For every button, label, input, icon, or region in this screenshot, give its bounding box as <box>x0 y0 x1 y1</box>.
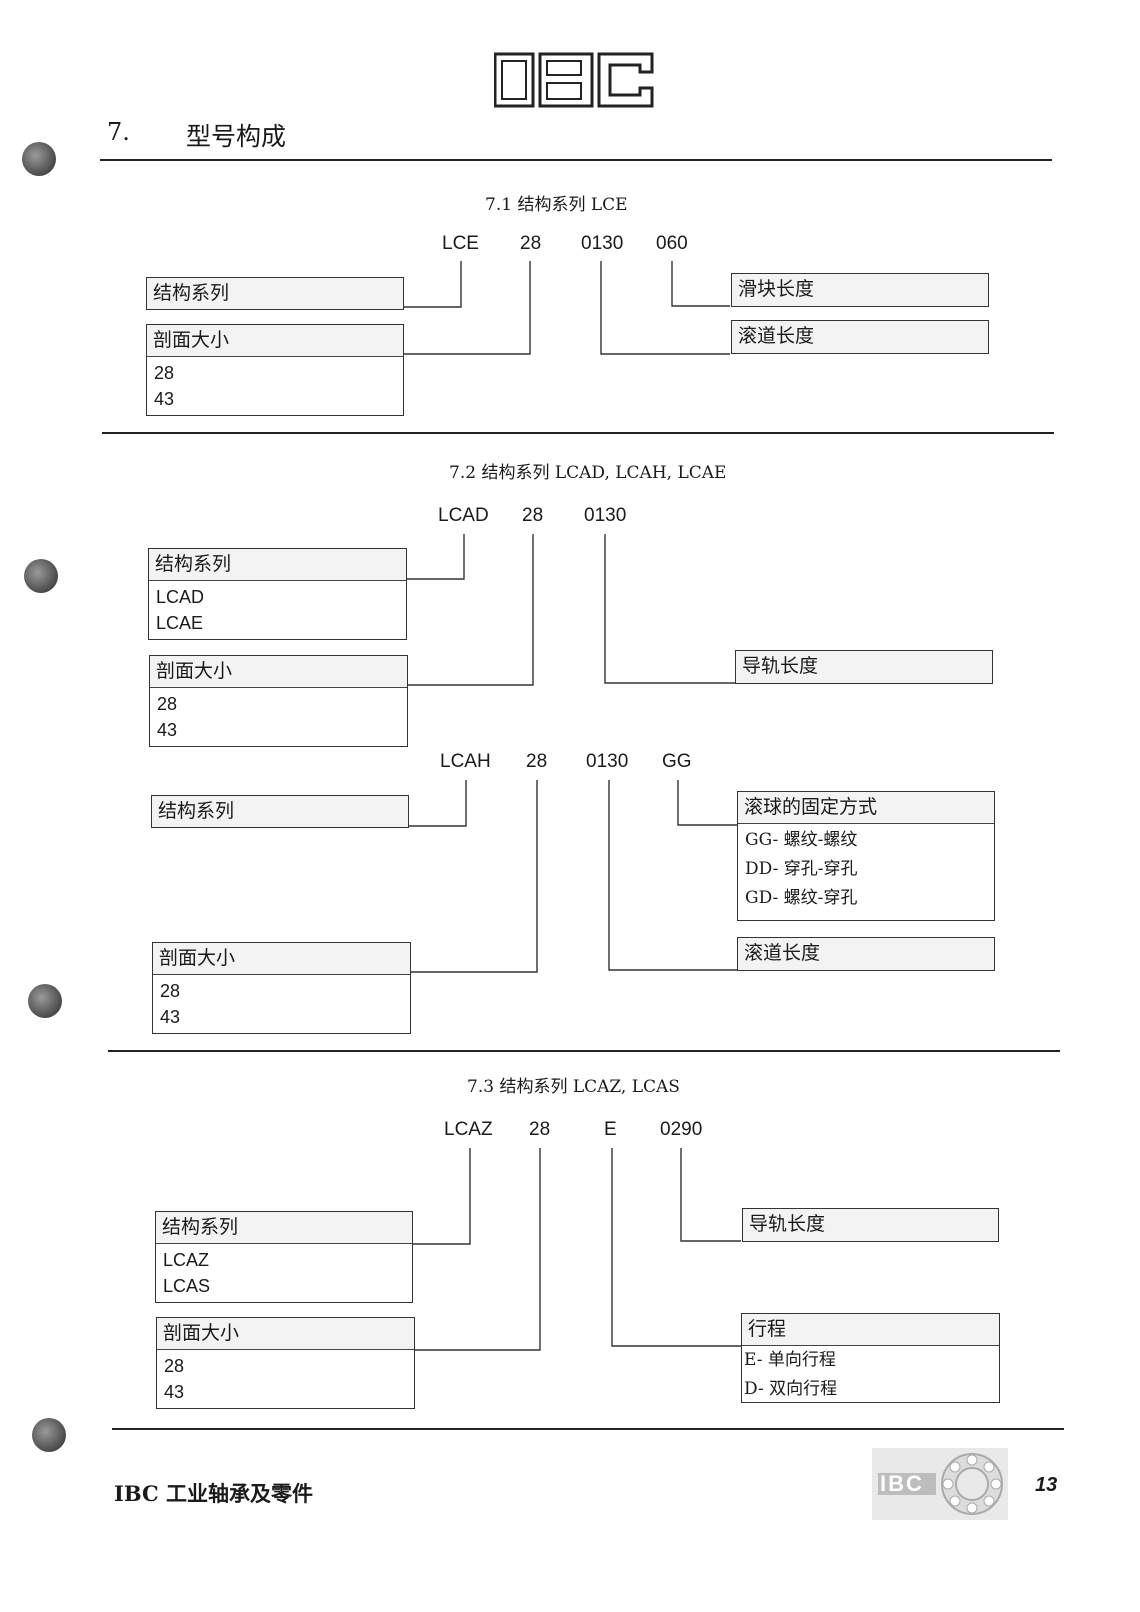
divider <box>112 1428 1064 1430</box>
box-header: 导轨长度 <box>743 1209 998 1241</box>
list-item: GD- 螺纹-穿孔 <box>745 888 858 908</box>
stroke-box: 行程 E- 单向行程 D- 双向行程 <box>741 1313 1000 1403</box>
binder-hole <box>24 559 58 593</box>
series-box: 结构系列 <box>151 795 409 828</box>
code-length: 0290 <box>660 1119 703 1140</box>
footer-company: IBC 工业轴承及零件 <box>114 1481 313 1506</box>
size-box: 剖面大小 28 43 <box>152 942 411 1034</box>
list-item: 43 <box>154 389 175 409</box>
list-item: E- 单向行程 <box>744 1350 836 1370</box>
list-item: 28 <box>154 363 175 383</box>
box-header: 滚道长度 <box>732 321 988 353</box>
box-header: 剖面大小 <box>147 325 403 357</box>
series-box: 结构系列 <box>146 277 404 310</box>
code-slider: 060 <box>656 233 688 254</box>
section-title: 7.2 结构系列 LCAD, LCAH, LCAE <box>449 463 727 483</box>
box-header: 滚球的固定方式 <box>738 792 994 824</box>
code-length: 0130 <box>581 233 624 254</box>
page-number: 13 <box>1035 1474 1058 1496</box>
list-item: 28 <box>160 981 181 1001</box>
list-item: 28 <box>157 694 178 714</box>
box-header: 结构系列 <box>152 796 408 827</box>
fixing-method-box: 滚球的固定方式 GG- 螺纹-螺纹 DD- 穿孔-穿孔 GD- 螺纹-穿孔 <box>737 791 995 921</box>
rail-length-box: 导轨长度 <box>735 650 993 684</box>
series-box: 结构系列 LCAZ LCAS <box>155 1211 413 1303</box>
box-header: 行程 <box>742 1314 999 1346</box>
ibc-logo <box>493 52 654 108</box>
divider <box>108 1050 1060 1052</box>
page-title: 型号构成 <box>186 122 287 151</box>
list-item: 43 <box>157 720 178 740</box>
list-item: LCAE <box>156 613 204 633</box>
code-series: LCAZ <box>444 1119 493 1140</box>
box-header: 剖面大小 <box>150 656 407 688</box>
series-box: 结构系列 LCAD LCAE <box>148 548 407 640</box>
list-item: 28 <box>164 1356 185 1376</box>
box-header: 结构系列 <box>147 278 403 309</box>
code-series: LCAH <box>440 751 491 772</box>
track-length-box: 滚道长度 <box>737 937 995 971</box>
box-header: 滚道长度 <box>738 938 994 970</box>
track-length-box: 滚道长度 <box>731 320 989 354</box>
code-length: 0130 <box>586 751 629 772</box>
footer-logo-text: IBC <box>880 1471 924 1496</box>
section-title: 7.1 结构系列 LCE <box>485 195 628 215</box>
box-header: 结构系列 <box>156 1212 412 1244</box>
size-box: 剖面大小 28 43 <box>156 1317 415 1409</box>
code-size: 28 <box>526 751 548 772</box>
slider-length-box: 滑块长度 <box>731 273 989 307</box>
binder-hole <box>22 142 56 176</box>
code-series: LCAD <box>438 505 489 526</box>
list-item: GG- 螺纹-螺纹 <box>745 830 858 850</box>
code-size: 28 <box>520 233 542 254</box>
section-title: 7.3 结构系列 LCAZ, LCAS <box>467 1077 680 1097</box>
box-header: 结构系列 <box>149 549 406 581</box>
size-box: 剖面大小 28 43 <box>146 324 404 416</box>
box-header: 滑块长度 <box>732 274 988 306</box>
footer-logo: IBC <box>872 1448 1008 1520</box>
code-series: LCE <box>442 233 479 254</box>
box-header: 导轨长度 <box>736 651 992 683</box>
list-item: D- 双向行程 <box>744 1379 838 1399</box>
list-item: LCAD <box>156 587 205 607</box>
divider <box>100 159 1052 161</box>
rail-length-box: 导轨长度 <box>742 1208 999 1242</box>
binder-hole <box>28 984 62 1018</box>
box-header: 剖面大小 <box>153 943 410 975</box>
list-item: 43 <box>160 1007 181 1027</box>
list-item: LCAZ <box>163 1250 210 1270</box>
divider <box>102 432 1054 434</box>
code-fixing: GG <box>662 751 692 772</box>
box-header: 剖面大小 <box>157 1318 414 1350</box>
bearing-icon <box>878 1453 1003 1515</box>
code-stroke: E <box>604 1119 617 1140</box>
code-size: 28 <box>522 505 544 526</box>
code-length: 0130 <box>584 505 627 526</box>
list-item: 43 <box>164 1382 185 1402</box>
list-item: DD- 穿孔-穿孔 <box>745 859 858 879</box>
code-size: 28 <box>529 1119 551 1140</box>
heading-number: 7. <box>107 118 130 146</box>
binder-hole <box>32 1418 66 1452</box>
list-item: LCAS <box>163 1276 211 1296</box>
size-box: 剖面大小 28 43 <box>149 655 408 747</box>
